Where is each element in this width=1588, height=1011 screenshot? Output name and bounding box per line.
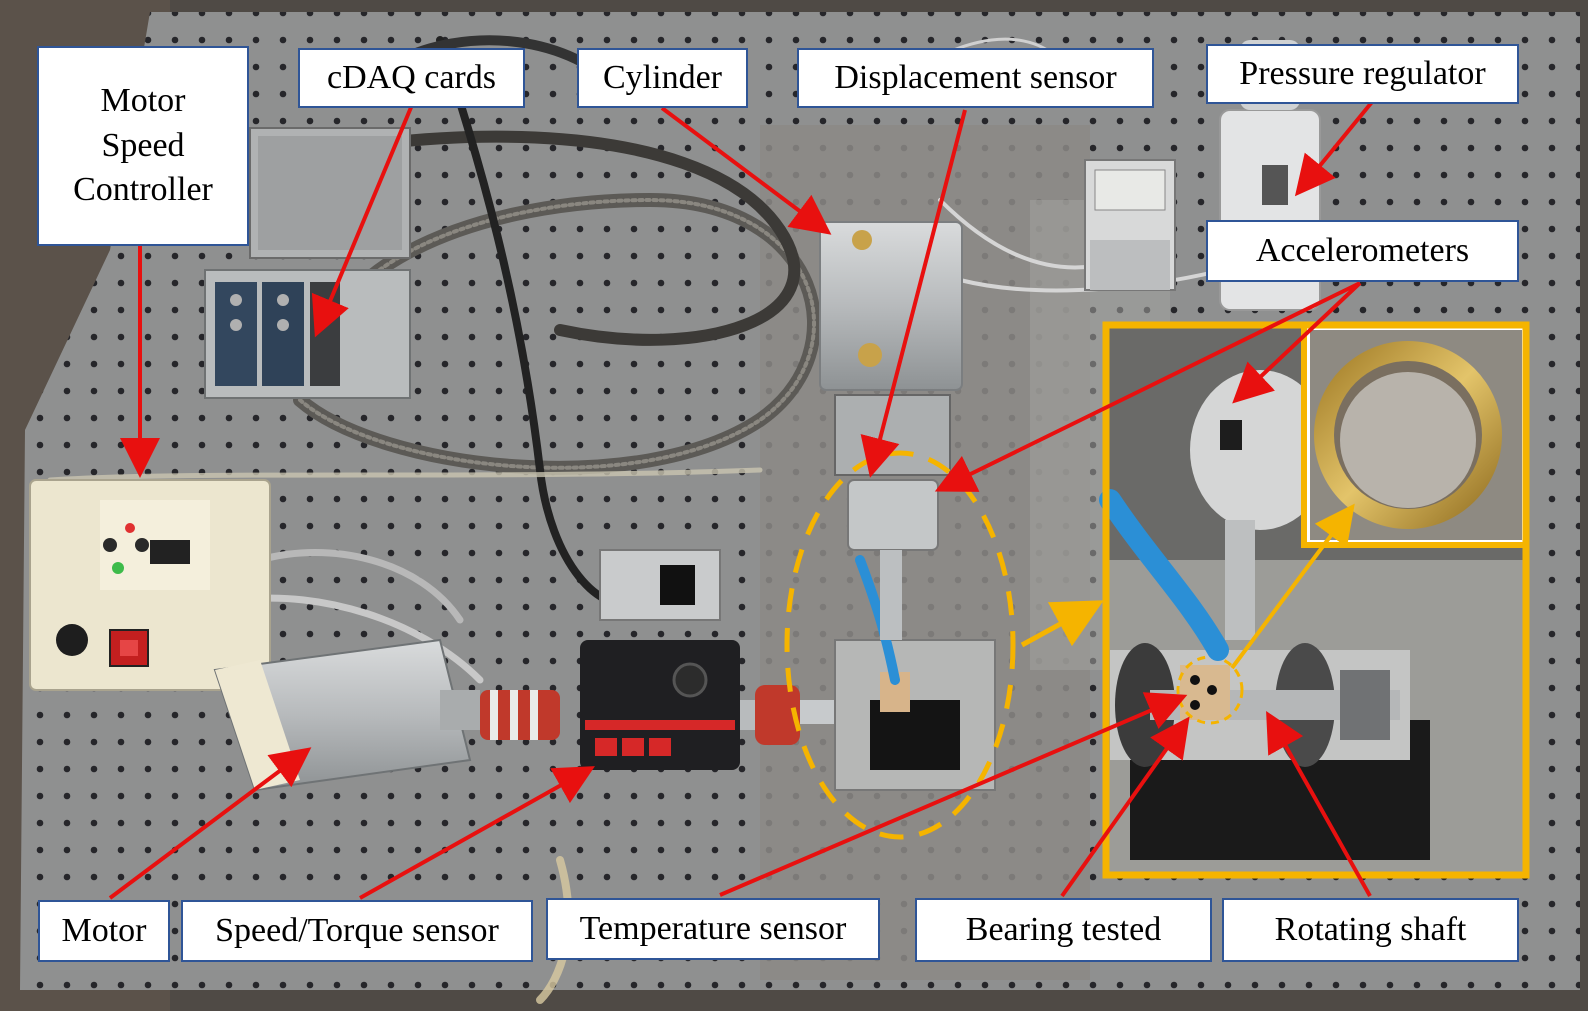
pointer-cdaq	[311, 104, 414, 338]
tested-bushing	[1180, 665, 1230, 720]
label-motor-speed-controller-line-2: Speed	[101, 126, 185, 164]
test-zone-highlight	[784, 450, 1016, 840]
pointer-motor	[108, 747, 312, 900]
pointer-bearing	[1060, 716, 1190, 898]
label-pressure-regulator: Pressure regulator	[1206, 44, 1519, 104]
label-cdaq-cards: cDAQ cards	[298, 48, 525, 108]
label-motor-speed-controller-line-3: Controller	[73, 171, 213, 209]
label-cylinder: Cylinder	[577, 48, 748, 108]
label-temperature-sensor: Temperature sensor	[546, 898, 880, 960]
label-motor: Motor	[38, 900, 170, 962]
inset-closeup	[1099, 321, 1530, 879]
label-motor-speed-controller-line-1: Motor	[100, 81, 186, 119]
label-motor-speed-controller: Motor Speed Controller	[37, 46, 249, 246]
pointer-pressure	[1294, 100, 1374, 197]
pointer-accel-2	[1232, 281, 1362, 404]
label-displacement-sensor: Displacement sensor	[797, 48, 1154, 108]
pointer-torque	[359, 766, 595, 900]
pointer-cylinder	[660, 106, 832, 235]
label-speed-torque-sensor: Speed/Torque sensor	[181, 900, 533, 962]
pointer-accel-1	[934, 281, 1361, 492]
label-bearing-tested: Bearing tested	[915, 898, 1212, 962]
pneumatic-cylinder	[819, 221, 963, 391]
label-rotating-shaft: Rotating shaft	[1222, 898, 1519, 962]
pointer-displacement	[860, 109, 967, 478]
label-accelerometers: Accelerometers	[1206, 220, 1519, 282]
pointer-shaft	[1266, 711, 1372, 897]
pointer-temperature	[719, 692, 1188, 897]
